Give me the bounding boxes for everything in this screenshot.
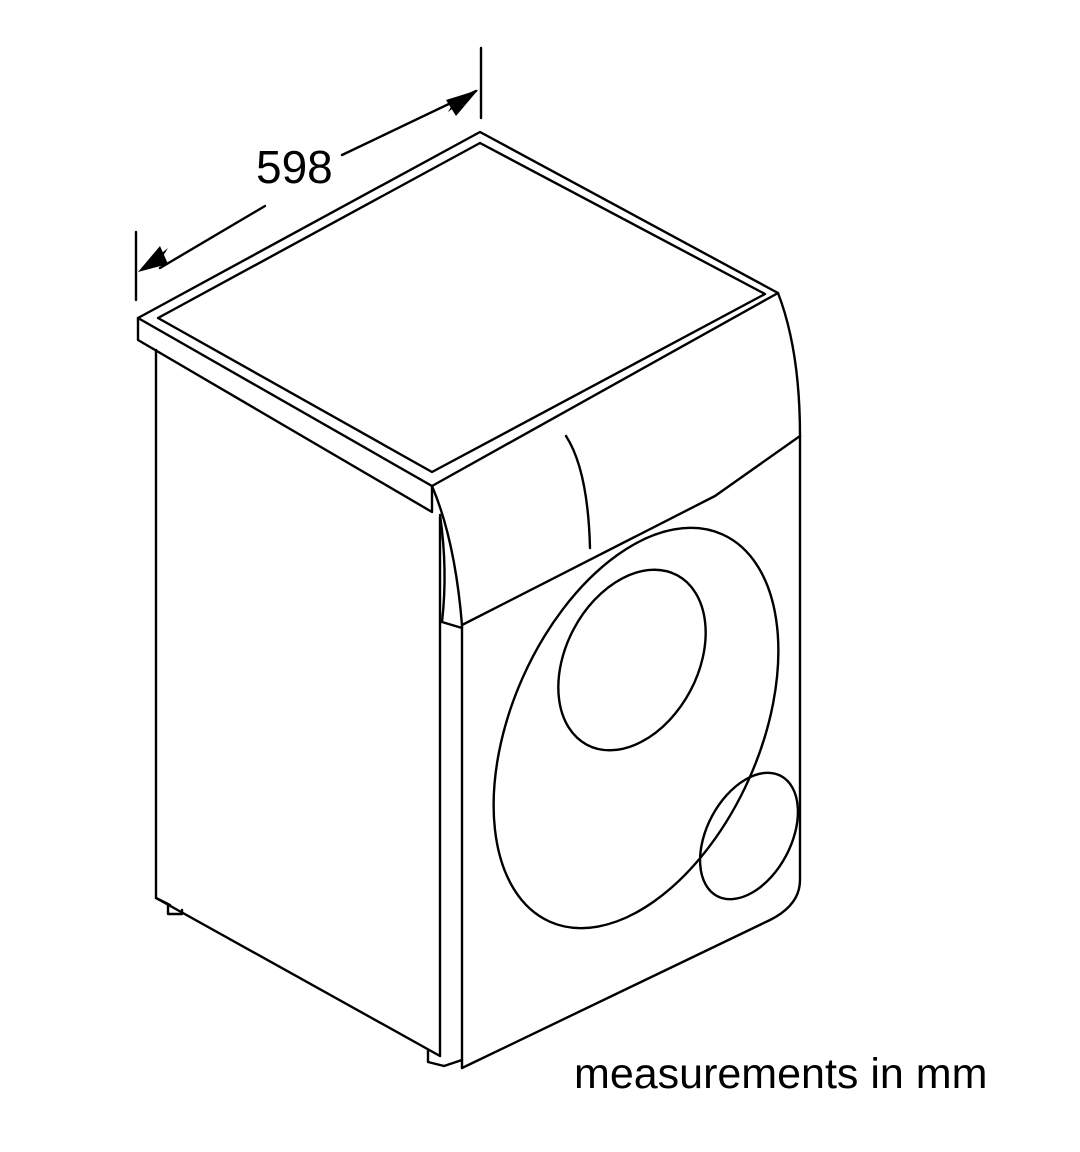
units-caption: measurements in mm	[574, 1050, 988, 1098]
width-dimension-line	[134, 46, 483, 302]
worktop	[136, 130, 780, 514]
width-dimension-label: 598	[256, 141, 333, 193]
door-glass	[557, 568, 707, 752]
front-panel	[460, 434, 802, 1070]
service-flap	[698, 771, 800, 901]
control-panel	[430, 291, 802, 630]
door-outer-ring	[492, 526, 780, 930]
side-panel	[154, 348, 464, 1068]
